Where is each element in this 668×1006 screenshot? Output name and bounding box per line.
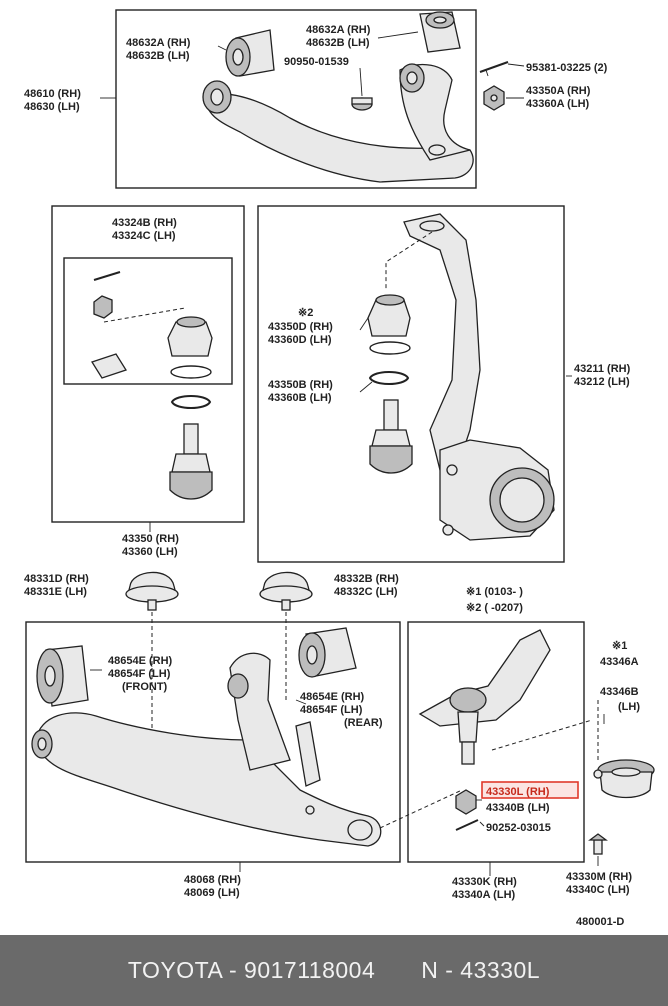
parts-diagram: 48610 (RH) 48630 (LH) 48632A (RH) 48632B…	[24, 9, 655, 928]
label-joint-rh: 43350 (RH)	[122, 533, 179, 545]
kit-nut	[93, 295, 186, 323]
label-knuckle-lh: 43212 (LH)	[574, 376, 630, 388]
label-lower-arm-rh: 48068 (RH)	[184, 874, 241, 886]
knuckle-boot	[367, 294, 411, 355]
label-bolt-lower: 90252-03015	[486, 822, 551, 834]
balljoint-kit-inner-box	[63, 257, 233, 385]
label-bush-left-b: 48632B (LH)	[126, 50, 190, 62]
label-kit-lh: 43324C (LH)	[112, 230, 176, 242]
footer-bar: TOYOTA - 9017118004 N - 43330L	[0, 935, 668, 1006]
highlight-box	[481, 781, 579, 799]
label-ring-lh: 43360B (LH)	[268, 392, 332, 404]
label-upper-arm-rh: 48610 (RH)	[24, 88, 81, 100]
upper-arm-box	[115, 9, 477, 189]
bump-stopper-left	[125, 571, 179, 611]
label-bush-top-a: 48632A (RH)	[306, 24, 371, 36]
label-lower-arm-lh: 48069 (LH)	[184, 887, 240, 899]
label-hl-lh: 43340B (LH)	[486, 802, 550, 814]
label-bushR-rh: 48654E (RH)	[300, 691, 365, 703]
label-bolt-top: 95381-03225 (2)	[526, 62, 608, 74]
upper-bushing-top	[419, 11, 461, 53]
label-hl-rh: 43330L (RH)	[486, 786, 550, 798]
label-bushR-tag: (REAR)	[344, 717, 383, 729]
label-stopper-d-rh: 48331D (RH)	[24, 573, 89, 585]
kit-grease-pad	[91, 353, 127, 379]
label-lj-lh: 43340A (LH)	[452, 889, 516, 901]
lower-arm-box	[25, 621, 401, 863]
footer-part-number: TOYOTA - 9017118004	[127, 957, 376, 983]
label-plug: 90950-01539	[284, 56, 349, 68]
lower-bushing-front	[36, 645, 89, 707]
label-stopper-e-lh: 48331E (LH)	[24, 586, 87, 598]
label-knuckle-rh: 43211 (RH)	[574, 363, 631, 375]
lower-control-arm	[31, 652, 382, 847]
upper-bolt	[479, 61, 509, 77]
knuckle-box	[257, 205, 565, 563]
kit-ring	[170, 395, 212, 409]
label-seat-a: 43346A	[600, 656, 639, 668]
lower-joint-leader-dash	[491, 719, 593, 751]
steering-knuckle	[403, 213, 555, 541]
label-bushF-rh: 48654E (RH)	[108, 655, 173, 667]
label-figure-id: 480001-D	[576, 916, 624, 928]
lower-bushing-rear	[298, 627, 357, 678]
label-boot-rh: 43350D (RH)	[268, 321, 333, 333]
label-stopper-b-rh: 48332B (RH)	[334, 573, 399, 585]
label-joint-lh: 43360 (LH)	[122, 546, 178, 558]
leader-lines	[90, 31, 605, 876]
label-bushF-tag: (FRONT)	[122, 681, 168, 693]
label-seat-b: 43346B	[600, 686, 639, 698]
kit-cotter-pin	[93, 271, 121, 281]
label-bushF-lh: 48654F (LH)	[108, 668, 171, 680]
lower-nut	[455, 789, 477, 815]
lower-balljoint-box	[407, 621, 585, 863]
lower-bracket	[295, 721, 321, 787]
label-upper-arm-lh: 48630 (LH)	[24, 101, 80, 113]
lower-bolt	[455, 819, 479, 831]
upper-control-arm	[202, 63, 474, 183]
label-bush-top-b: 48632B (LH)	[306, 37, 370, 49]
kit-ball-joint	[169, 423, 213, 500]
upper-bushing-left	[225, 29, 275, 77]
label-star1: ※1	[612, 640, 627, 652]
seat-bolt	[588, 833, 608, 855]
ball-joint-seat	[593, 759, 655, 799]
label-stopper-c-lh: 48332C (LH)	[334, 586, 398, 598]
kit-boot	[167, 316, 213, 379]
label-nut-top-b: 43360A (LH)	[526, 98, 590, 110]
balljoint-kit-box	[51, 205, 245, 523]
lower-ball-joint	[418, 629, 551, 765]
knuckle-ball-joint	[369, 399, 413, 474]
label-star2-a: ※2	[298, 307, 313, 319]
upper-nut	[483, 85, 505, 111]
label-bolt-c-lh: 43340C (LH)	[566, 884, 630, 896]
label-note2: ※2 ( -0207)	[466, 602, 523, 614]
knuckle-leader-dash	[385, 231, 433, 290]
bump-stopper-right	[259, 571, 313, 611]
label-lj-rh: 43330K (RH)	[452, 876, 517, 888]
label-nut-top-a: 43350A (RH)	[526, 85, 591, 97]
footer-reference: N - 43330L	[421, 957, 541, 983]
label-ring-rh: 43350B (RH)	[268, 379, 333, 391]
label-bush-left-a: 48632A (RH)	[126, 37, 191, 49]
label-kit-rh: 43324B (RH)	[112, 217, 177, 229]
label-seat-lh: (LH)	[618, 701, 640, 713]
label-boot-lh: 43360D (LH)	[268, 334, 332, 346]
knuckle-ring	[368, 371, 410, 385]
label-bushR-lh: 48654F (LH)	[300, 704, 363, 716]
label-bolt-m-rh: 43330M (RH)	[566, 871, 632, 883]
label-note1: ※1 (0103- )	[466, 586, 523, 598]
